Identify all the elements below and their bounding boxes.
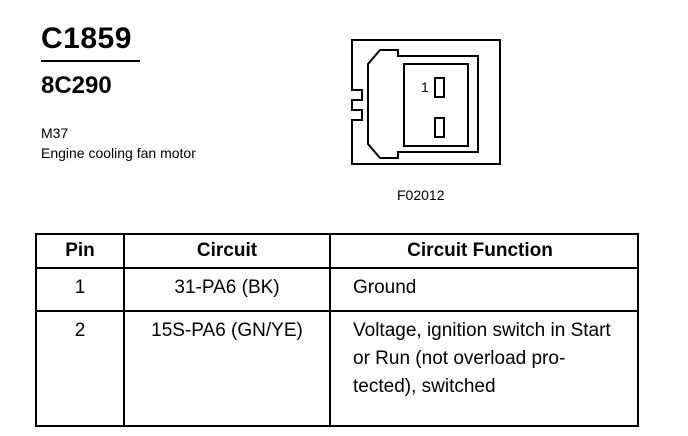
terminal-2 xyxy=(434,117,445,138)
table-row: 2 15S-PA6 (GN/YE) Voltage, ignition swit… xyxy=(35,311,639,426)
location-code: M37 xyxy=(41,125,69,141)
circuit-function: Ground xyxy=(329,268,639,312)
pin-1-label: 1 xyxy=(421,79,429,95)
terminal-1 xyxy=(434,77,445,98)
circuit-id: 31-PA6 (BK) xyxy=(123,268,331,312)
figure-id: F02012 xyxy=(397,187,445,203)
table-row: 1 31-PA6 (BK) Ground xyxy=(35,268,639,312)
header-circuit-function: Circuit Function xyxy=(329,234,639,269)
connector-id-underline xyxy=(41,60,140,62)
connector-housing xyxy=(351,39,501,165)
part-number: 8C290 xyxy=(41,72,112,99)
header-circuit: Circuit xyxy=(123,234,331,269)
terminal-block xyxy=(403,63,469,147)
component-name: Engine cooling fan motor xyxy=(41,145,196,161)
pin-table: Pin Circuit Circuit Function 1 31-PA6 (B… xyxy=(35,233,639,427)
header-pin: Pin xyxy=(35,234,125,269)
circuit-id: 15S-PA6 (GN/YE) xyxy=(123,311,331,426)
connector-shroud xyxy=(367,49,479,159)
connector-id: C1859 xyxy=(41,22,132,55)
table-header-row: Pin Circuit Circuit Function xyxy=(35,234,639,269)
connector-face-diagram: 1 xyxy=(351,39,501,165)
pin-number: 1 xyxy=(35,268,125,312)
pin-number: 2 xyxy=(35,311,125,426)
circuit-function: Voltage, ignition switch in Start or Run… xyxy=(329,311,639,426)
